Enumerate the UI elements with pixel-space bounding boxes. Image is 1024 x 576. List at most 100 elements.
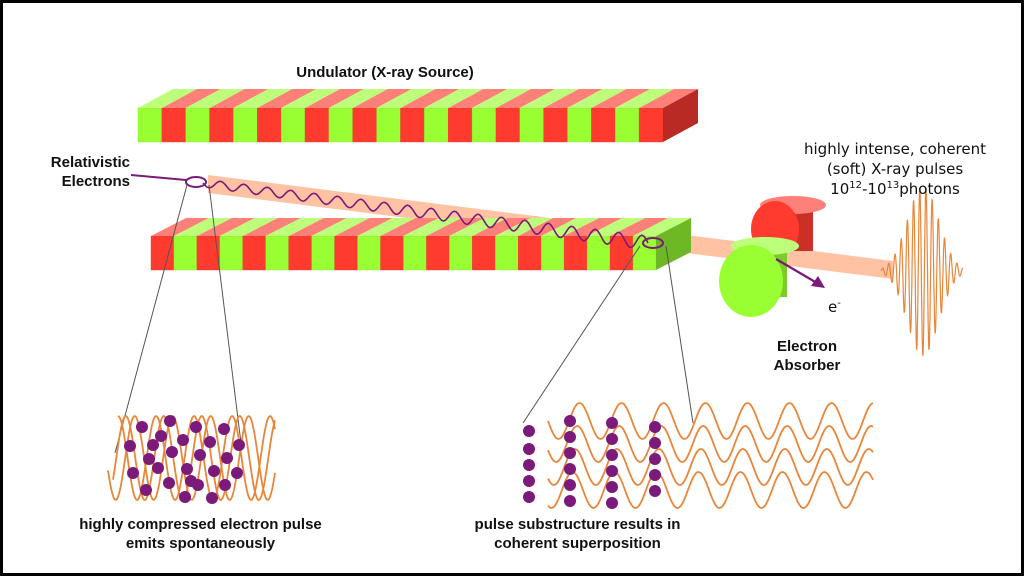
magnet-front-red <box>242 235 266 271</box>
photons-base-1: 10 <box>830 180 850 198</box>
electron-dot <box>523 475 535 487</box>
photons-exp-2: 13 <box>886 180 900 191</box>
left-caption-line2: emits spontaneously <box>125 535 276 552</box>
magnet-end-face <box>663 89 698 142</box>
magnet-front-red <box>518 235 542 271</box>
undulator-title: Undulator (X-ray Source) <box>296 64 474 81</box>
coherent-wave <box>547 425 874 463</box>
xray-output-pulse <box>880 187 964 356</box>
electron-dot <box>163 477 175 489</box>
magnet-top-green <box>403 218 462 236</box>
electron-dot <box>564 495 576 507</box>
magnet-front-green <box>137 107 163 143</box>
magnet-front-green <box>495 235 519 271</box>
electron-dot <box>523 459 535 471</box>
callout-line <box>114 184 188 454</box>
magnet-top-red <box>334 218 393 236</box>
electron-dot <box>147 439 159 451</box>
magnet-front-green <box>567 107 592 143</box>
electron-dot <box>523 491 535 503</box>
magnet-top-red <box>196 218 255 236</box>
magnet-top-green <box>219 218 278 236</box>
magnet-front-red <box>150 235 175 271</box>
electron-dot <box>179 491 191 503</box>
callout-line <box>208 184 242 444</box>
magnet-front-green <box>471 107 497 143</box>
right-caption-line1: pulse substructure results in <box>474 516 681 533</box>
deflected-electron-arrow <box>811 276 825 288</box>
callout-line <box>665 245 694 424</box>
magnet-top-green <box>173 218 232 236</box>
electron-dot <box>127 467 139 479</box>
electron-dot <box>523 443 535 455</box>
magnet-top-green <box>519 89 579 108</box>
electron-symbol-exp: - <box>837 298 841 309</box>
lower-magnet-array <box>150 218 691 271</box>
magnet-top-red <box>591 89 651 108</box>
electron-symbol: e- <box>828 297 841 317</box>
magnet-top-green <box>615 89 675 108</box>
magnet-top-red <box>380 218 439 236</box>
electron-dot <box>124 440 136 452</box>
upper-magnet-array <box>137 89 698 143</box>
magnet-front-green <box>311 235 335 271</box>
magnet-front-green <box>519 107 544 143</box>
output-label-line2: (soft) X-ray pulses <box>826 160 964 178</box>
callout-lines <box>114 184 694 454</box>
electron-dot <box>140 484 152 496</box>
magnet-front-green <box>233 107 258 143</box>
magnet-front-red <box>352 107 377 143</box>
magnet-front-green <box>424 107 449 143</box>
magnet-front-red <box>380 235 404 271</box>
electron-dot <box>143 453 155 465</box>
photons-base-2: 10 <box>867 180 887 198</box>
magnet-front-red <box>543 107 568 143</box>
electron-dot <box>606 417 618 429</box>
electron-dot <box>204 436 216 448</box>
magnet-top-green <box>357 218 416 236</box>
magnet-front-red <box>161 107 186 143</box>
electron-dot <box>194 449 206 461</box>
photons-dash: - <box>861 180 868 198</box>
undulating-electron-path <box>202 180 649 249</box>
output-label-line1: highly intense, coherent <box>804 140 986 158</box>
spontaneous-emission-inset <box>107 414 276 504</box>
electron-dot <box>185 475 197 487</box>
magnet-top-red <box>257 89 317 108</box>
electron-dot <box>649 453 661 465</box>
magnet-top-red <box>472 218 531 236</box>
electron-dot <box>233 439 245 451</box>
photons-exp-1: 12 <box>849 180 862 191</box>
electron-dot <box>155 430 167 442</box>
electron-dot <box>136 421 148 433</box>
left-caption-line1: highly compressed electron pulse <box>79 516 322 533</box>
right-caption: pulse substructure results in coherent s… <box>435 515 720 553</box>
spontaneous-wave <box>107 415 276 501</box>
magnet-top-red <box>161 89 221 108</box>
xray-pulse-wave <box>880 187 964 356</box>
magnet-top-red <box>209 89 269 108</box>
electrons-label-line2: Electrons <box>61 173 130 190</box>
magnet-top-green <box>449 218 508 236</box>
electron-dot <box>564 447 576 459</box>
right-caption-line2: coherent superposition <box>494 535 661 552</box>
magnet-front-red <box>638 107 664 143</box>
deflected-electron-path <box>775 258 818 284</box>
magnet-top-red <box>151 218 209 236</box>
electron-dot <box>649 437 661 449</box>
magnet-front-green <box>280 107 306 143</box>
electron-bunch-end <box>642 237 664 249</box>
magnet-front-green <box>615 107 640 143</box>
magnet-front-red <box>334 235 358 271</box>
magnet-front-green <box>185 107 210 143</box>
electron-trajectory <box>130 174 825 288</box>
magnet-top-green <box>567 89 627 108</box>
coherent-emission-inset <box>523 402 874 509</box>
electron-dot <box>177 434 189 446</box>
electron-dot <box>190 421 202 433</box>
magnet-top-green <box>233 89 293 108</box>
electron-absorber <box>719 196 826 317</box>
electron-dot <box>564 463 576 475</box>
magnet-front-green <box>265 235 289 271</box>
